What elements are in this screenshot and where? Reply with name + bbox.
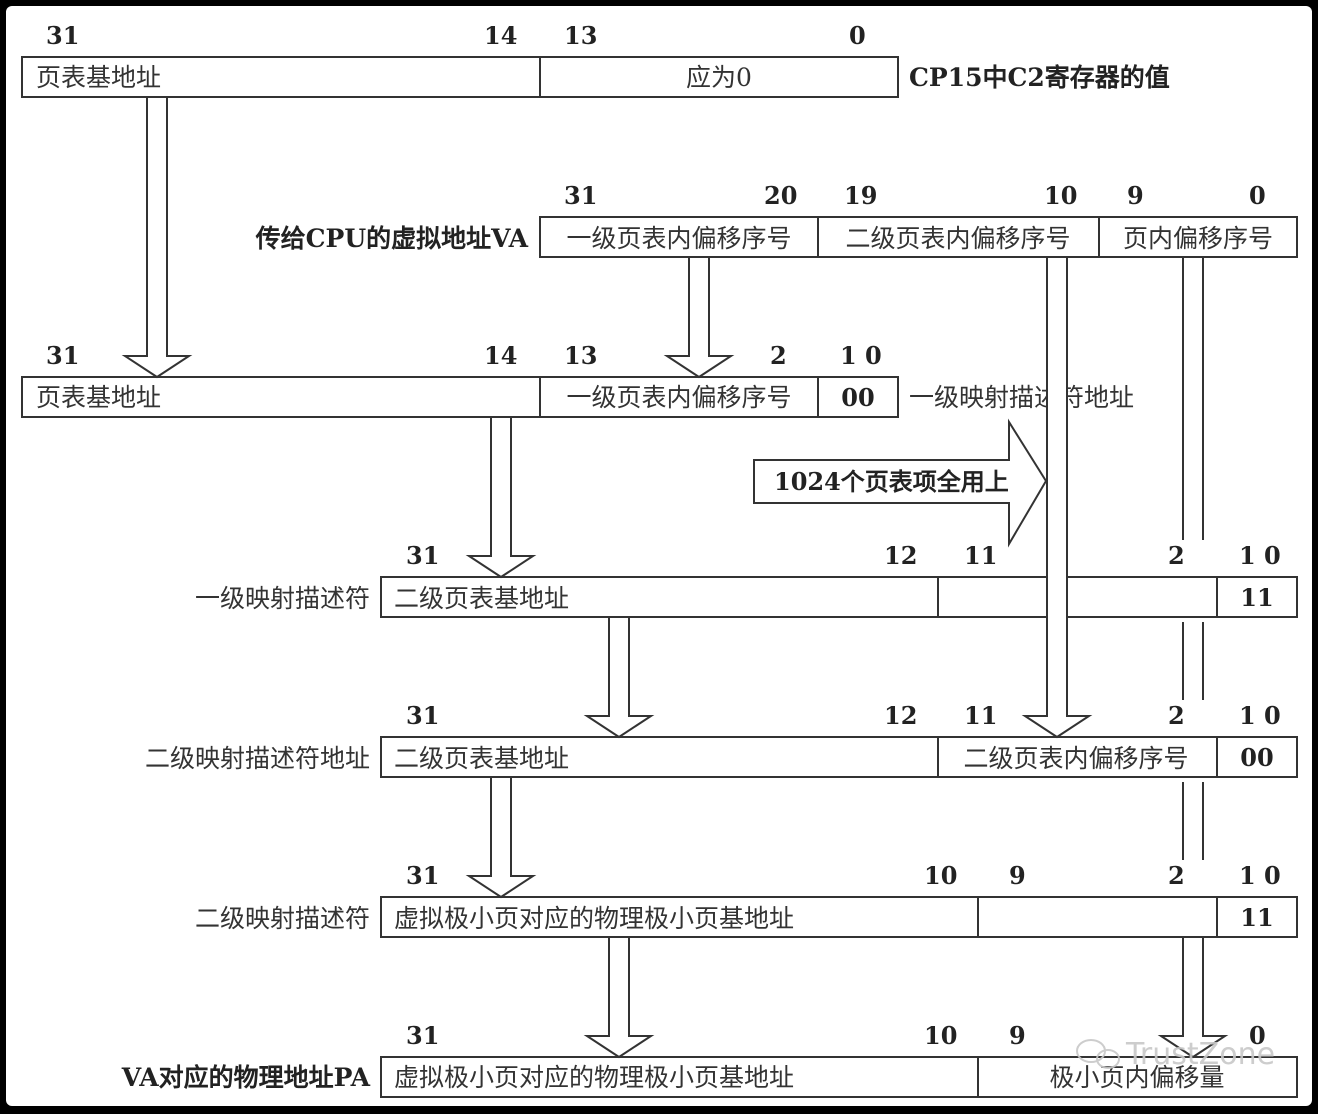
field-l2-table-base: 二级页表基地址	[394, 584, 569, 613]
field-l1-index: 一级页表内偏移序号	[566, 224, 791, 253]
bit-label: 1 0	[1239, 701, 1281, 730]
register-box	[380, 736, 1298, 778]
page-offset-lines	[1182, 257, 1204, 860]
register-box	[380, 576, 1298, 618]
row-label: 二级映射描述符地址	[145, 744, 370, 773]
register-box	[380, 1056, 1298, 1098]
bit-label: 31	[406, 541, 439, 570]
field-low-bits: 00	[841, 383, 874, 412]
row-label: 传给CPU的虚拟地址VA	[255, 224, 529, 253]
field-page-table-base: 页表基地址	[36, 383, 161, 412]
row-label: 一级映射描述符	[195, 584, 370, 613]
bit-label: 0	[1249, 181, 1266, 210]
bit-label: 1 0	[840, 341, 882, 370]
bit-label: 20	[764, 181, 797, 210]
row-l1-descriptor-address: 31 14 13 2 1 0 页表基地址 一级页表内偏移序号 00 一级映射描述…	[21, 341, 1134, 418]
diagram-frame: 31 14 13 0 页表基地址 应为0 CP15中C2寄存器的值 31 20 …	[6, 6, 1312, 1106]
row-l1-descriptor: 31 12 11 2 1 0 一级映射描述符 二级页表基地址 11	[195, 541, 1298, 618]
field-low-bits: 11	[1240, 583, 1273, 612]
register-box	[539, 216, 1298, 258]
row-label: 一级映射描述符地址	[909, 383, 1134, 412]
bit-label: 31	[406, 701, 439, 730]
field-low-bits: 11	[1240, 903, 1273, 932]
bit-label: 13	[564, 21, 597, 50]
arrow-down-icon	[465, 416, 537, 579]
arrow-down-icon	[663, 256, 735, 379]
bit-label: 13	[564, 341, 597, 370]
arrow-down-icon	[583, 616, 655, 739]
field-l1-index: 一级页表内偏移序号	[566, 383, 791, 412]
field-l2-index: 二级页表内偏移序号	[963, 744, 1188, 773]
bit-label: 2	[770, 341, 787, 370]
arrow-down-icon	[1157, 936, 1229, 1059]
row-cp15: 31 14 13 0 页表基地址 应为0 CP15中C2寄存器的值	[21, 21, 1170, 98]
row-physical-address: 31 10 9 0 VA对应的物理地址PA 虚拟极小页对应的物理极小页基地址 极…	[121, 1021, 1298, 1098]
bit-label: 2	[1168, 541, 1185, 570]
row-label: CP15中C2寄存器的值	[909, 63, 1170, 92]
bit-label: 12	[884, 541, 917, 570]
bit-label: 31	[46, 341, 79, 370]
bit-label: 2	[1168, 701, 1185, 730]
bit-label: 31	[564, 181, 597, 210]
bit-label: 2	[1168, 861, 1185, 890]
bit-label: 9	[1009, 1021, 1026, 1050]
field-page-offset: 极小页内偏移量	[1049, 1063, 1224, 1092]
bit-label: 11	[964, 701, 997, 730]
flow-arrows	[121, 96, 1229, 1059]
bit-label: 1 0	[1239, 861, 1281, 890]
row-l2-descriptor: 31 10 9 2 1 0 二级映射描述符 虚拟极小页对应的物理极小页基地址 1…	[195, 861, 1298, 938]
bit-label: 19	[844, 181, 877, 210]
field-physical-page-base: 虚拟极小页对应的物理极小页基地址	[394, 1063, 794, 1092]
callout-1024-entries: 1024个页表项全用上	[753, 418, 1048, 548]
bit-label: 9	[1009, 861, 1026, 890]
bit-label: 31	[46, 21, 79, 50]
row-label: 二级映射描述符	[195, 904, 370, 933]
arrow-down-icon	[1021, 256, 1093, 739]
bit-label: 31	[406, 861, 439, 890]
register-box	[21, 376, 899, 418]
row-virtual-address: 31 20 19 10 9 0 传给CPU的虚拟地址VA 一级页表内偏移序号 二…	[255, 181, 1298, 258]
register-box	[380, 896, 1298, 938]
row-l2-descriptor-address: 31 12 11 2 1 0 二级映射描述符地址 二级页表基地址 二级页表内偏移…	[145, 701, 1298, 778]
bit-label: 11	[964, 541, 997, 570]
arrow-down-icon	[465, 776, 537, 899]
address-translation-diagram: 31 14 13 0 页表基地址 应为0 CP15中C2寄存器的值 31 20 …	[21, 21, 1298, 1098]
bit-label: 14	[484, 341, 517, 370]
bit-label: 14	[484, 21, 517, 50]
bit-label: 12	[884, 701, 917, 730]
row-label: VA对应的物理地址PA	[121, 1063, 371, 1092]
field-physical-page-base: 虚拟极小页对应的物理极小页基地址	[394, 904, 794, 933]
bit-label: 9	[1127, 181, 1144, 210]
field-low-bits: 00	[1240, 743, 1273, 772]
field-should-be-zero: 应为0	[686, 63, 752, 92]
bit-label: 1 0	[1239, 541, 1281, 570]
wechat-icon	[1076, 1039, 1120, 1069]
arrow-down-icon	[121, 96, 193, 379]
field-page-offset: 页内偏移序号	[1123, 224, 1273, 253]
arrow-down-icon	[583, 936, 655, 1059]
bit-label: 0	[1249, 1021, 1266, 1050]
callout-text: 1024个页表项全用上	[774, 467, 1009, 496]
bit-label: 10	[924, 1021, 957, 1050]
bit-label: 31	[406, 1021, 439, 1050]
bit-label: 10	[924, 861, 957, 890]
field-page-table-base: 页表基地址	[36, 63, 161, 92]
register-box	[21, 56, 899, 98]
field-l2-index: 二级页表内偏移序号	[845, 224, 1070, 253]
bit-label: 10	[1044, 181, 1077, 210]
field-l2-table-base: 二级页表基地址	[394, 744, 569, 773]
watermark: TrustZone	[1076, 1037, 1275, 1072]
watermark-text: TrustZone	[1125, 1037, 1275, 1072]
bit-label: 0	[849, 21, 866, 50]
